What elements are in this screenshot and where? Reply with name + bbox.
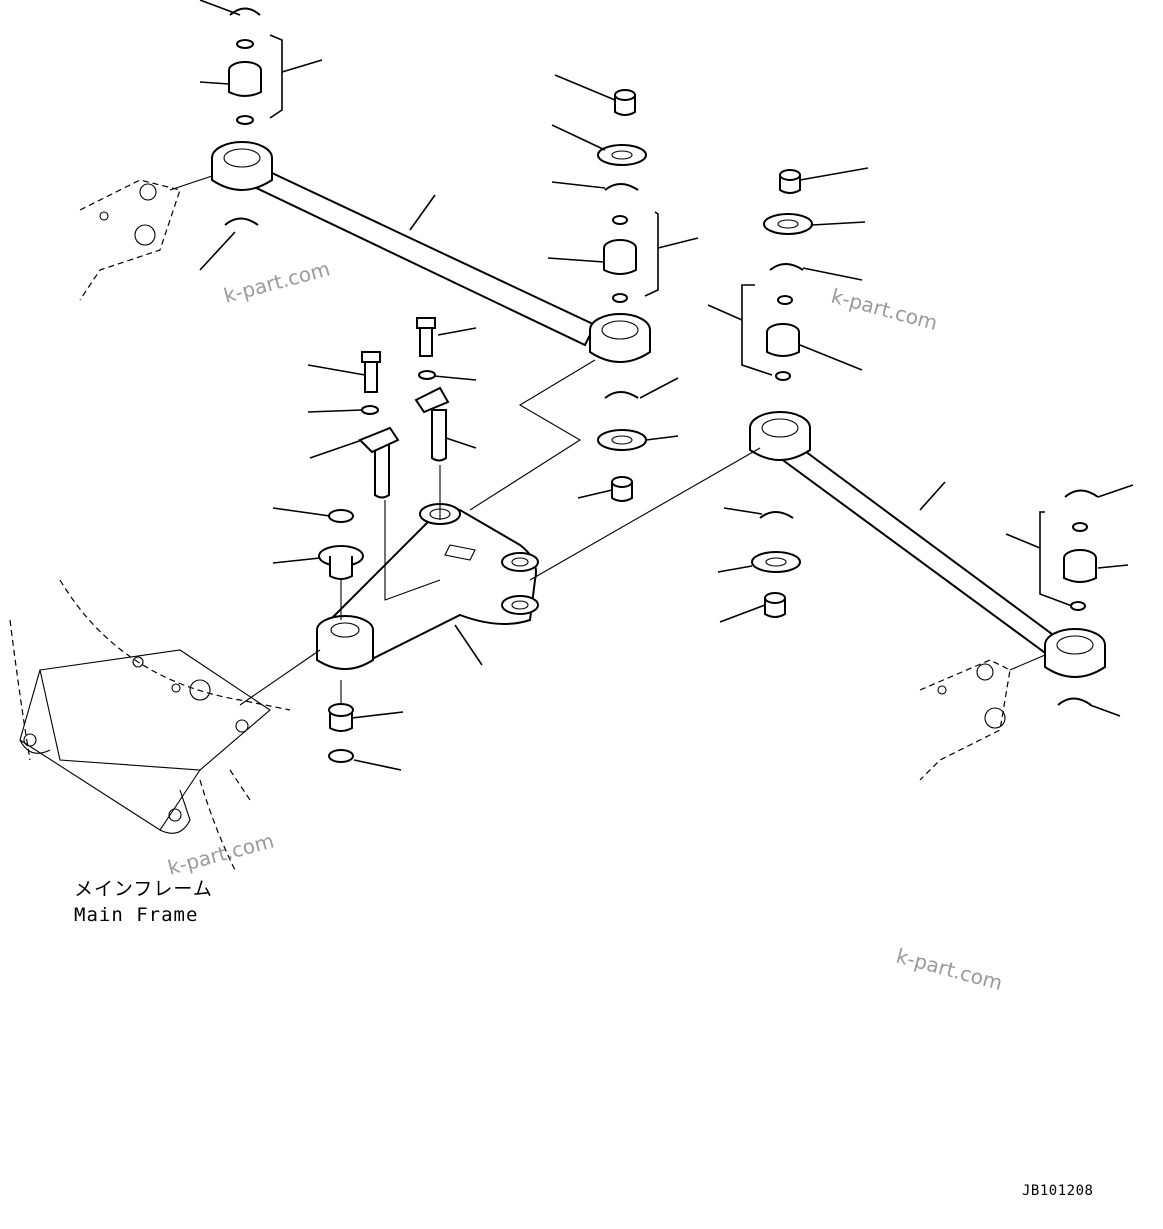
bell-crank-lever [316,503,539,670]
far-right-bearing-stack [1057,489,1099,706]
lever-bushings [318,509,364,763]
watermark: k-part.com [165,828,276,879]
right-bearing-stack [751,169,813,618]
center-bearing-stack [597,89,647,502]
main-frame-label-english: Main Frame [74,904,199,926]
lever-pins [358,317,450,499]
left-bearing-stack [224,7,262,226]
main-frame-label: メインフレーム Main Frame [74,876,213,928]
watermark: k-part.com [829,284,940,335]
main-frame-label-japanese: メインフレーム [74,878,213,900]
right-mount-fragment [919,654,1046,781]
drawing-code: JB101208 [1022,1183,1094,1199]
watermarks: k-part.com k-part.com k-part.com k-part.… [165,256,1005,995]
main-frame-outline [9,579,291,871]
leader-lines [199,0,1134,771]
watermark: k-part.com [221,256,332,307]
watermark: k-part.com [894,944,1005,995]
left-tie-rod [211,141,651,363]
left-mount-fragment [79,174,216,301]
right-tie-rod [749,411,1106,678]
